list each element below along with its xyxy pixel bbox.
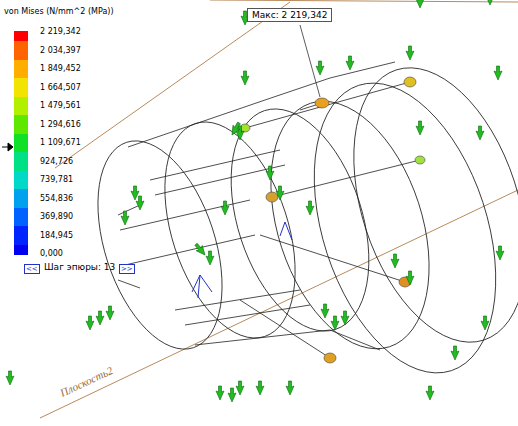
legend-value: 924,726 [40, 157, 73, 166]
legend-value: 1 664,507 [40, 83, 81, 92]
color-bar-segment [14, 171, 28, 190]
color-bar-segment [14, 226, 28, 245]
color-bar-segment [14, 245, 28, 255]
plane-label: Плоскость2 [58, 364, 115, 399]
color-bar-segment [14, 189, 28, 208]
legend-value: 739,781 [40, 175, 73, 184]
color-bar-segment [14, 60, 28, 79]
max-callout: Макс: 2 219,342 [247, 8, 332, 22]
legend-title: von Mises (N/mm^2 (MPa)) [4, 7, 114, 16]
color-bar-segment [14, 78, 28, 97]
nav-button: >> [119, 264, 135, 274]
callout-text: Макс: 2 219,342 [252, 10, 327, 20]
color-bar-segment [14, 208, 28, 227]
color-bar-segment [14, 41, 28, 60]
legend-value: 2 034,397 [40, 46, 81, 55]
step-label: Шаг эпюры: 13 [44, 262, 115, 272]
legend-value: 1 294,616 [40, 120, 81, 129]
color-bar-segment [14, 152, 28, 171]
legend-value: 1 109,671 [40, 138, 81, 147]
legend-value: 554,836 [40, 194, 73, 203]
legend-value: 184,945 [40, 231, 73, 240]
color-bar-segment [14, 134, 28, 153]
legend-value: 1 849,452 [40, 64, 81, 73]
legend-value: 0,000 [40, 249, 63, 258]
legend-value: 369,890 [40, 212, 73, 221]
legend-value: 1 479,561 [40, 101, 81, 110]
nav-button: << [24, 264, 40, 274]
legend-value: 2 219,342 [40, 27, 81, 36]
color-bar-segment [14, 97, 28, 116]
color-bar-segment [14, 115, 28, 134]
color-bar-segment [14, 31, 28, 41]
